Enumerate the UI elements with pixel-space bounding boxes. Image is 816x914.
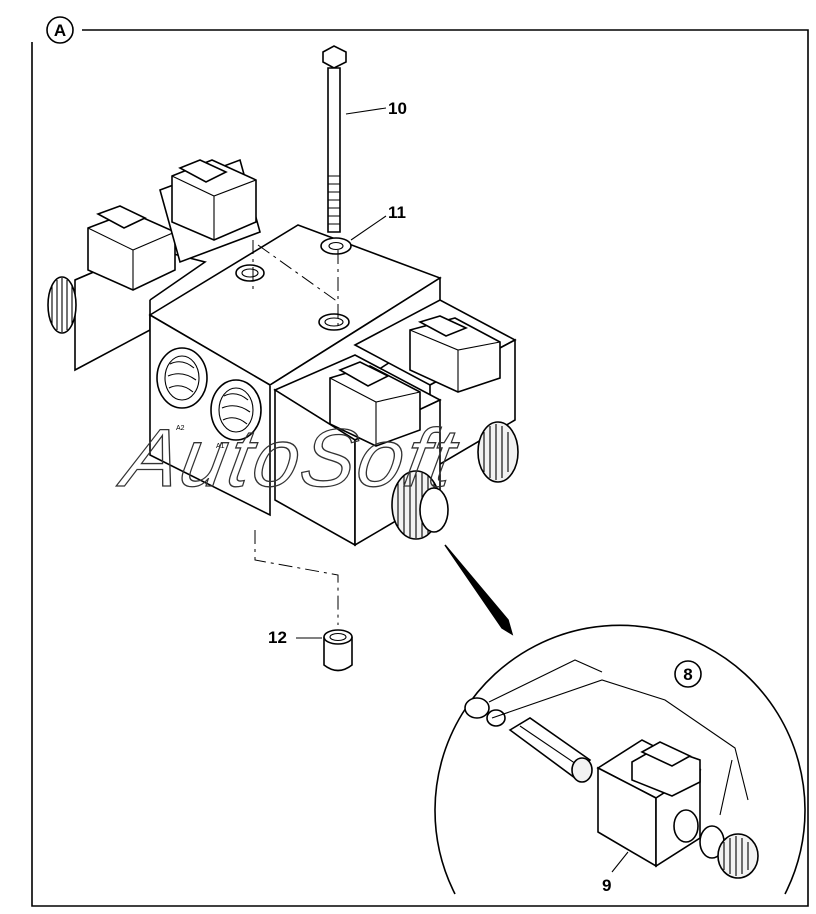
callout-12: 12 [268, 628, 287, 647]
port-label-a1: A1 [216, 443, 225, 450]
washer-11 [320, 215, 387, 255]
top-port-left [235, 264, 265, 282]
detail-coil [596, 739, 759, 879]
callout-8: 8 [683, 665, 692, 684]
view-letter-circle [46, 16, 74, 44]
port-label-a2: A2 [176, 425, 185, 432]
top-port-center [318, 313, 350, 331]
rear-solenoid-right [159, 158, 261, 264]
front-solenoid-front [273, 354, 449, 547]
view-letter: A [54, 21, 66, 40]
callout-9: 9 [602, 876, 611, 895]
detail-leader-arrow [444, 544, 514, 636]
watermark: AutoSoft [112, 412, 465, 504]
detail-circle [434, 624, 806, 895]
view-frame [31, 29, 809, 907]
fitting-12 [296, 629, 353, 672]
detail-seal-kit [464, 659, 749, 816]
rear-solenoid-left [47, 205, 207, 372]
front-solenoid-rear [353, 299, 519, 483]
callout-11: 11 [388, 203, 406, 222]
callout-10: 10 [388, 99, 407, 118]
callout-8-circle [674, 660, 702, 688]
bolt-10 [322, 45, 387, 233]
